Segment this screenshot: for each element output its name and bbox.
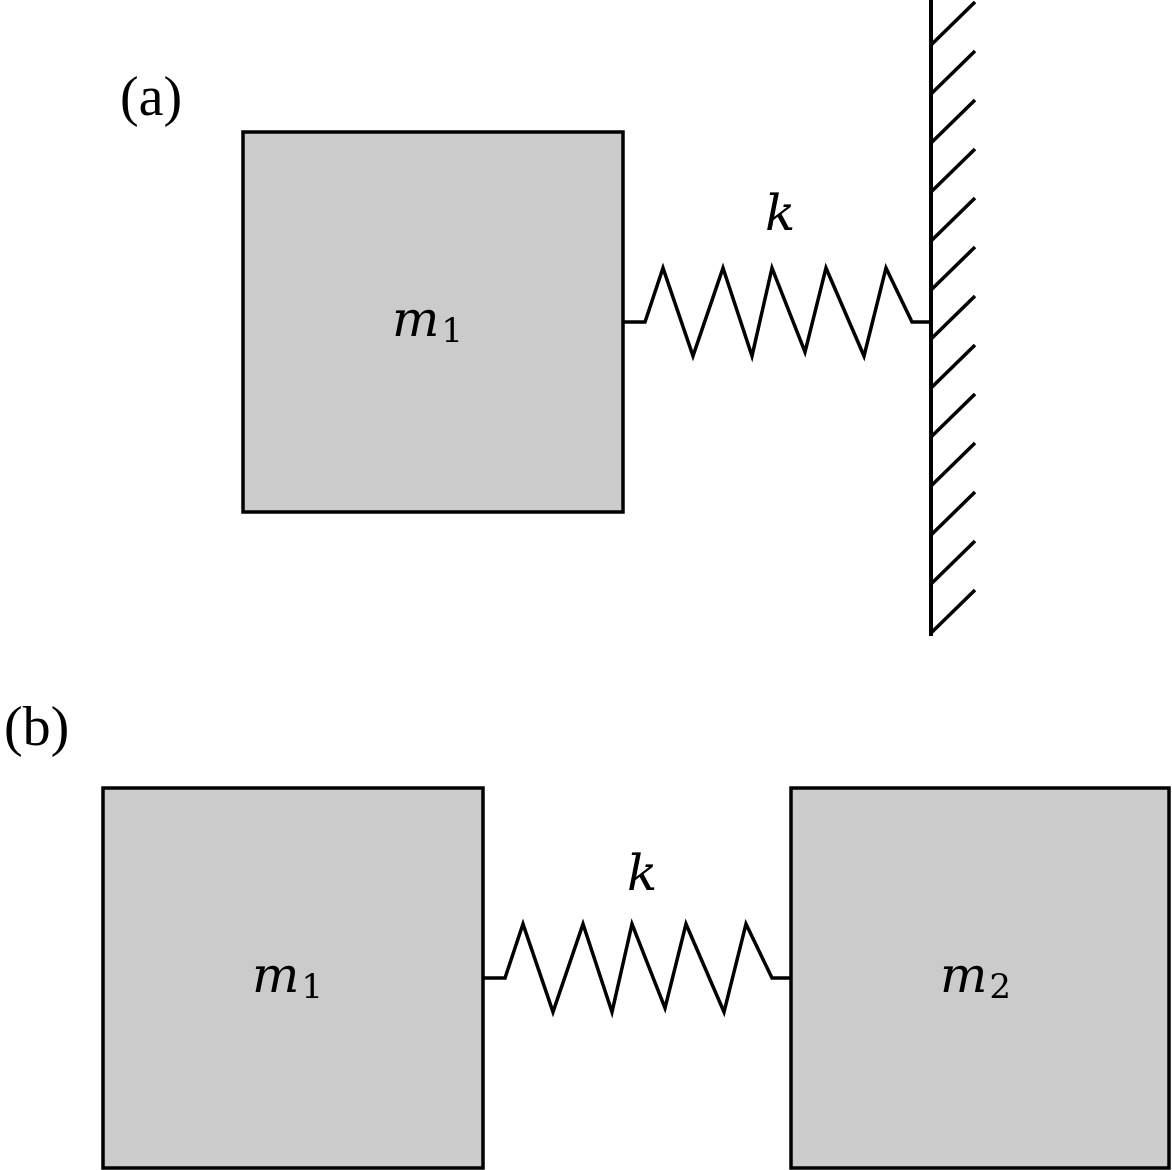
panel-b-mass-1-label: m1 xyxy=(252,946,323,1007)
wall-hatch-line xyxy=(929,245,977,292)
panel-a-spring-constant: k xyxy=(765,184,795,242)
panel-a-mass-1-symbol: m xyxy=(392,290,439,348)
panel-a-label: (a) xyxy=(120,66,182,128)
wall-hatch-line xyxy=(929,0,977,47)
wall-hatch-line xyxy=(929,294,977,341)
wall-hatch-line xyxy=(929,343,977,390)
panel-a: (a) m1 k xyxy=(120,0,977,636)
panel-a-fixed-wall xyxy=(929,0,977,636)
panel-b-mass-2-label: m2 xyxy=(940,946,1011,1007)
panel-b-mass-2-symbol: m xyxy=(940,946,987,1004)
panel-b: (b) m1 k m2 xyxy=(4,696,1171,1170)
wall-hatch-line xyxy=(929,490,977,537)
panel-b-mass-1-subscript: 1 xyxy=(301,967,323,1007)
wall-hatch-line xyxy=(929,441,977,488)
wall-hatch-line xyxy=(929,147,977,194)
panel-a-spring xyxy=(623,262,931,363)
panel-b-label: (b) xyxy=(4,696,69,758)
wall-hatch-line xyxy=(929,539,977,586)
panel-a-mass-1-subscript: 1 xyxy=(441,311,463,351)
wall-hatching xyxy=(929,0,977,635)
panel-b-spring xyxy=(483,918,791,1019)
wall-hatch-line xyxy=(929,98,977,145)
wall-hatch-line xyxy=(929,49,977,96)
panel-b-mass-2 xyxy=(789,786,1171,1170)
wall-hatch-line xyxy=(929,196,977,243)
wall-hatch-line xyxy=(929,392,977,439)
panel-b-mass-2-subscript: 2 xyxy=(989,967,1011,1007)
wall-hatch-line xyxy=(929,588,977,635)
panel-a-mass-1-label: m1 xyxy=(392,290,463,351)
panel-a-mass-1 xyxy=(241,130,625,514)
panel-b-mass-1-symbol: m xyxy=(252,946,299,1004)
panel-b-spring-constant: k xyxy=(627,844,657,902)
